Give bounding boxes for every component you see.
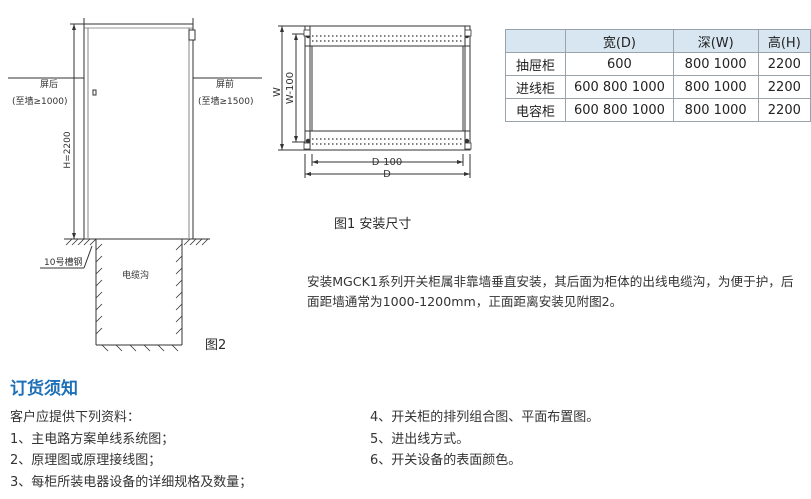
list-item: 4、开关柜的排列组合图、平面布置图。 [370, 410, 600, 425]
figure2-caption: 图2 [205, 338, 227, 353]
w-dimension: W [272, 87, 283, 97]
front-distance: (至墙≥1500) [198, 95, 253, 107]
ordering-list-left: 客户应提供下列资料： 1、主电路方案单线系统图； 2、原理图或原理接线图； 3、… [10, 407, 252, 493]
d-dimension: D [383, 169, 391, 180]
list-item: 6、开关设备的表面颜色。 [370, 453, 522, 468]
row-depth: 800 1000 [672, 52, 759, 76]
list-item: 5、进出线方式。 [370, 431, 470, 447]
table-row: 电容柜 600 800 1000 800 1000 2200 [504, 98, 811, 122]
front-label: 屏前 [216, 78, 234, 90]
row-height: 2200 [757, 98, 811, 122]
row-height: 2200 [757, 52, 811, 76]
list-item: 客户应提供下列资料： [10, 410, 141, 425]
row-width: 600 800 1000 [565, 75, 674, 99]
row-width: 600 800 1000 [565, 98, 674, 122]
cable-trench-label: 电缆沟 [122, 269, 149, 281]
row-name: 进线柜 [504, 75, 567, 99]
table-header-corner [504, 29, 567, 53]
list-item: 2、原理图或原理接线图； [10, 453, 162, 468]
rear-label: 屏后 [40, 79, 58, 90]
figure2-diagram: 屏后 (至墙≥1000) 屏前 (至墙≥1500) H=2200 10号槽钢 电… [8, 18, 262, 352]
row-name: 电容柜 [504, 98, 567, 122]
table-row: 进线柜 600 800 1000 800 1000 2200 [504, 75, 811, 99]
figure1-diagram: W W-100 D-100 D [272, 25, 472, 180]
dimension-table: 宽(D) 深(W) 高(H) 抽屉柜 600 800 1000 2200 进线柜… [504, 29, 811, 122]
cabinet-side-outline [83, 23, 194, 240]
table-row: 抽屉柜 600 800 1000 2200 [504, 52, 811, 76]
table-header-row: 宽(D) 深(W) 高(H) [504, 29, 811, 53]
table-header-width: 宽(D) [565, 29, 674, 53]
d100-dimension: D-100 [372, 157, 402, 168]
row-name: 抽屉柜 [504, 52, 567, 76]
channel-steel-label: 10号槽钢 [44, 256, 82, 268]
w100-dimension: W-100 [285, 72, 296, 104]
ordering-title: 订货须知 [10, 379, 78, 399]
rear-distance: (至墙≥1000) [12, 95, 67, 107]
row-depth: 800 1000 [672, 75, 759, 99]
row-depth: 800 1000 [672, 98, 759, 122]
list-item: 1、主电路方案单线系统图； [10, 431, 175, 447]
table-header-height: 高(H) [757, 29, 811, 53]
row-height: 2200 [757, 75, 811, 99]
figure1-caption: 图1 安装尺寸 [334, 217, 412, 232]
table-header-depth: 深(W) [672, 29, 759, 53]
ordering-list-right: 4、开关柜的排列组合图、平面布置图。 5、进出线方式。 6、开关设备的表面颜色。 [370, 407, 599, 472]
height-dimension: H=2200 [63, 131, 73, 168]
list-item: 3、每柜所装电器设备的详细规格及数量； [10, 474, 253, 490]
installation-note: 安装MGCK1系列开关柜属非靠墙垂直安装，其后面为柜体的出线电缆沟，为便于护，后… [307, 274, 794, 309]
row-width: 600 [565, 52, 674, 76]
